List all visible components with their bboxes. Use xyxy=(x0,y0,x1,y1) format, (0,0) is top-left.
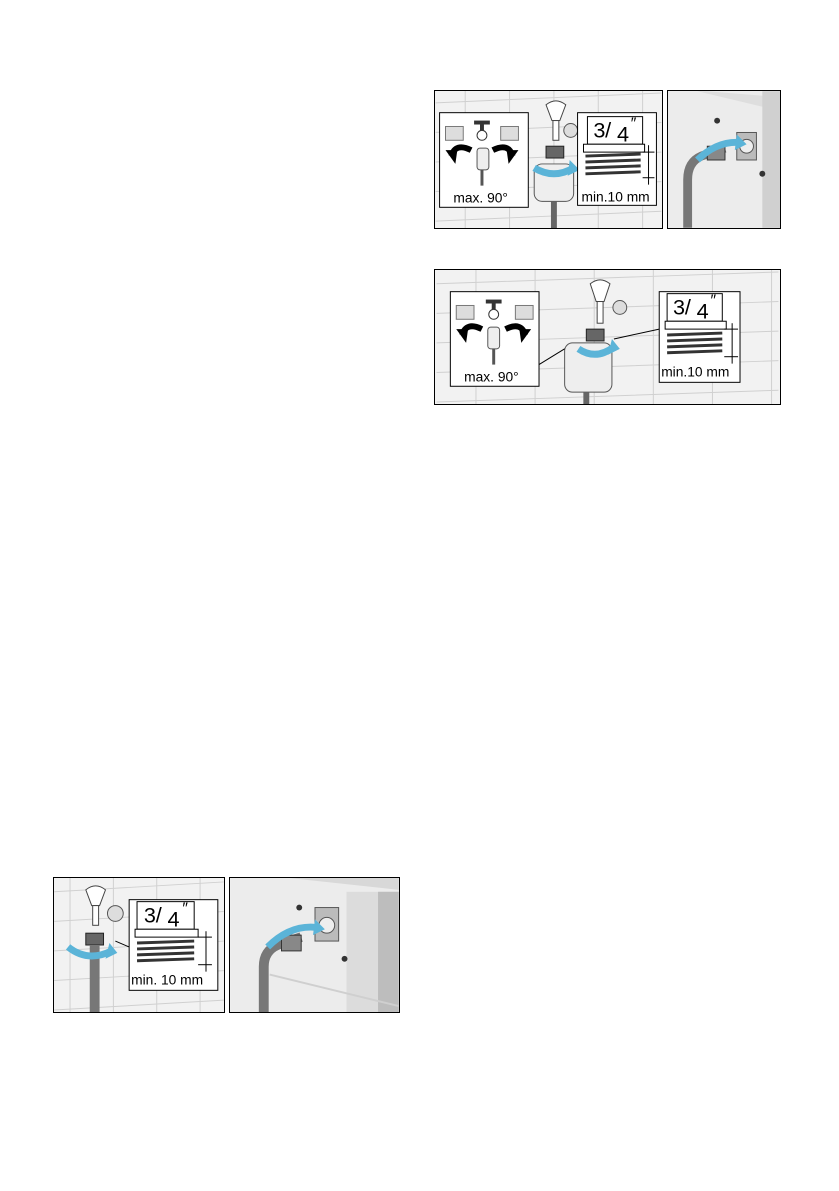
valve-inset: max. 90° xyxy=(449,291,540,387)
thread-size-denominator: 4 xyxy=(617,121,629,146)
thread-size-unit: ″ xyxy=(710,292,716,309)
max-angle-label: max. 90° xyxy=(464,369,519,384)
thread-icon xyxy=(667,331,723,355)
svg-text:/: / xyxy=(685,294,692,319)
min-length-label: min. 10 mm xyxy=(131,972,203,987)
valve-icon xyxy=(445,120,519,186)
tap-thread-illustration: max. 90° 3 / 4 ″ min.10 xyxy=(435,91,662,228)
figure-machine-inlet-wide xyxy=(229,877,400,1013)
figure-tap-aquastop-thread: max. 90° 3 / 4 ″ min.10 xyxy=(434,90,663,229)
hose-icon xyxy=(258,932,303,1012)
min-length-label: min.10 mm xyxy=(661,364,729,379)
thread-size-numerator: 3 xyxy=(144,902,156,927)
thread-size-denominator: 4 xyxy=(168,906,180,931)
push-arrow-icon xyxy=(695,138,737,163)
machine-inlet-icon xyxy=(314,907,340,942)
thread-icon xyxy=(136,939,195,963)
max-angle-label: max. 90° xyxy=(453,190,508,205)
tap-thread-illustration-large: max. 90° 3 / 4 ″ min.10 mm xyxy=(436,270,779,404)
thread-size-numerator: 3 xyxy=(673,294,685,319)
thread-size-numerator: 3 xyxy=(593,117,605,142)
push-arrow-icon xyxy=(265,923,316,950)
valve-inset: max. 90° xyxy=(439,112,529,208)
thread-inset: 3 / 4 ″ min. 10 mm xyxy=(128,899,219,991)
thread-size-unit: ″ xyxy=(182,900,188,917)
svg-text:/: / xyxy=(605,117,612,142)
tap-thread-plain-illustration: 3 / 4 ″ min. 10 mm xyxy=(54,878,224,1012)
machine-inlet-illustration xyxy=(668,91,780,228)
thread-inset: 3 / 4 ″ min.10 mm xyxy=(658,291,741,383)
thread-size-denominator: 4 xyxy=(697,298,709,323)
svg-text:/: / xyxy=(156,902,163,927)
figure-tap-thread: 3 / 4 ″ min. 10 mm xyxy=(53,877,225,1013)
tap-icon xyxy=(85,885,124,946)
tap-icon xyxy=(564,279,628,404)
thread-size-unit: ″ xyxy=(631,115,637,132)
min-length-label: min.10 mm xyxy=(582,189,650,204)
figure-tap-aquastop-thread-large: max. 90° 3 / 4 ″ min.10 mm xyxy=(434,269,781,405)
thread-icon xyxy=(585,152,641,176)
machine-inlet-wide-illustration xyxy=(230,878,399,1012)
thread-inset: 3 / 4 ″ min.10 mm xyxy=(577,112,657,206)
figure-machine-inlet xyxy=(667,90,781,229)
